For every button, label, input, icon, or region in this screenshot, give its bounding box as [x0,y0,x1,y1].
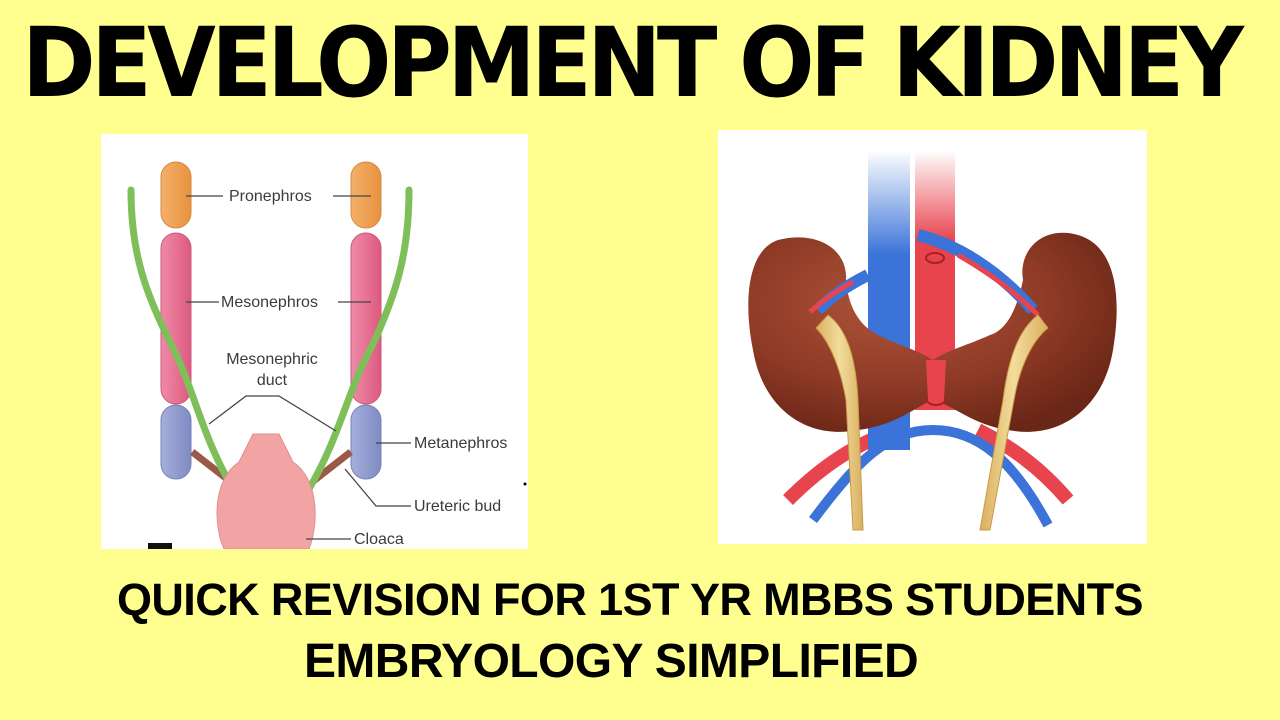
label-pronephros: Pronephros [229,188,312,205]
horseshoe-kidney-illustration [718,130,1147,544]
pronephros-left [160,161,192,229]
kidney-development-diagram: Pronephros Mesonephros Mesonephric duct … [101,134,528,549]
kidney-shape [748,232,1117,432]
label-metanephros: Metanephros [414,435,507,452]
label-mesonephric-duct-2: duct [257,372,288,389]
label-ureteric-bud: Ureteric bud [414,498,501,515]
metanephros-right [350,404,382,480]
metanephros-left [160,404,192,480]
embryology-diagram-svg: Pronephros Mesonephros Mesonephric duct … [127,161,527,549]
kidney-illustration-svg [748,150,1117,531]
ureter-left [815,314,864,531]
page-title: DEVELOPMENT OF KIDNEY [22,7,1244,119]
ureter-right [979,314,1049,531]
label-mesonephros: Mesonephros [221,294,318,311]
subtitle-line-1: QUICK REVISION FOR 1ST YR MBBS STUDENTS [117,574,1143,625]
pronephros-right [350,161,382,229]
label-mesonephric-duct-1: Mesonephric [226,351,318,368]
subtitle-line-2: EMBRYOLOGY SIMPLIFIED [304,635,919,688]
label-cloaca: Cloaca [354,531,404,548]
cloaca-shape [216,433,316,549]
